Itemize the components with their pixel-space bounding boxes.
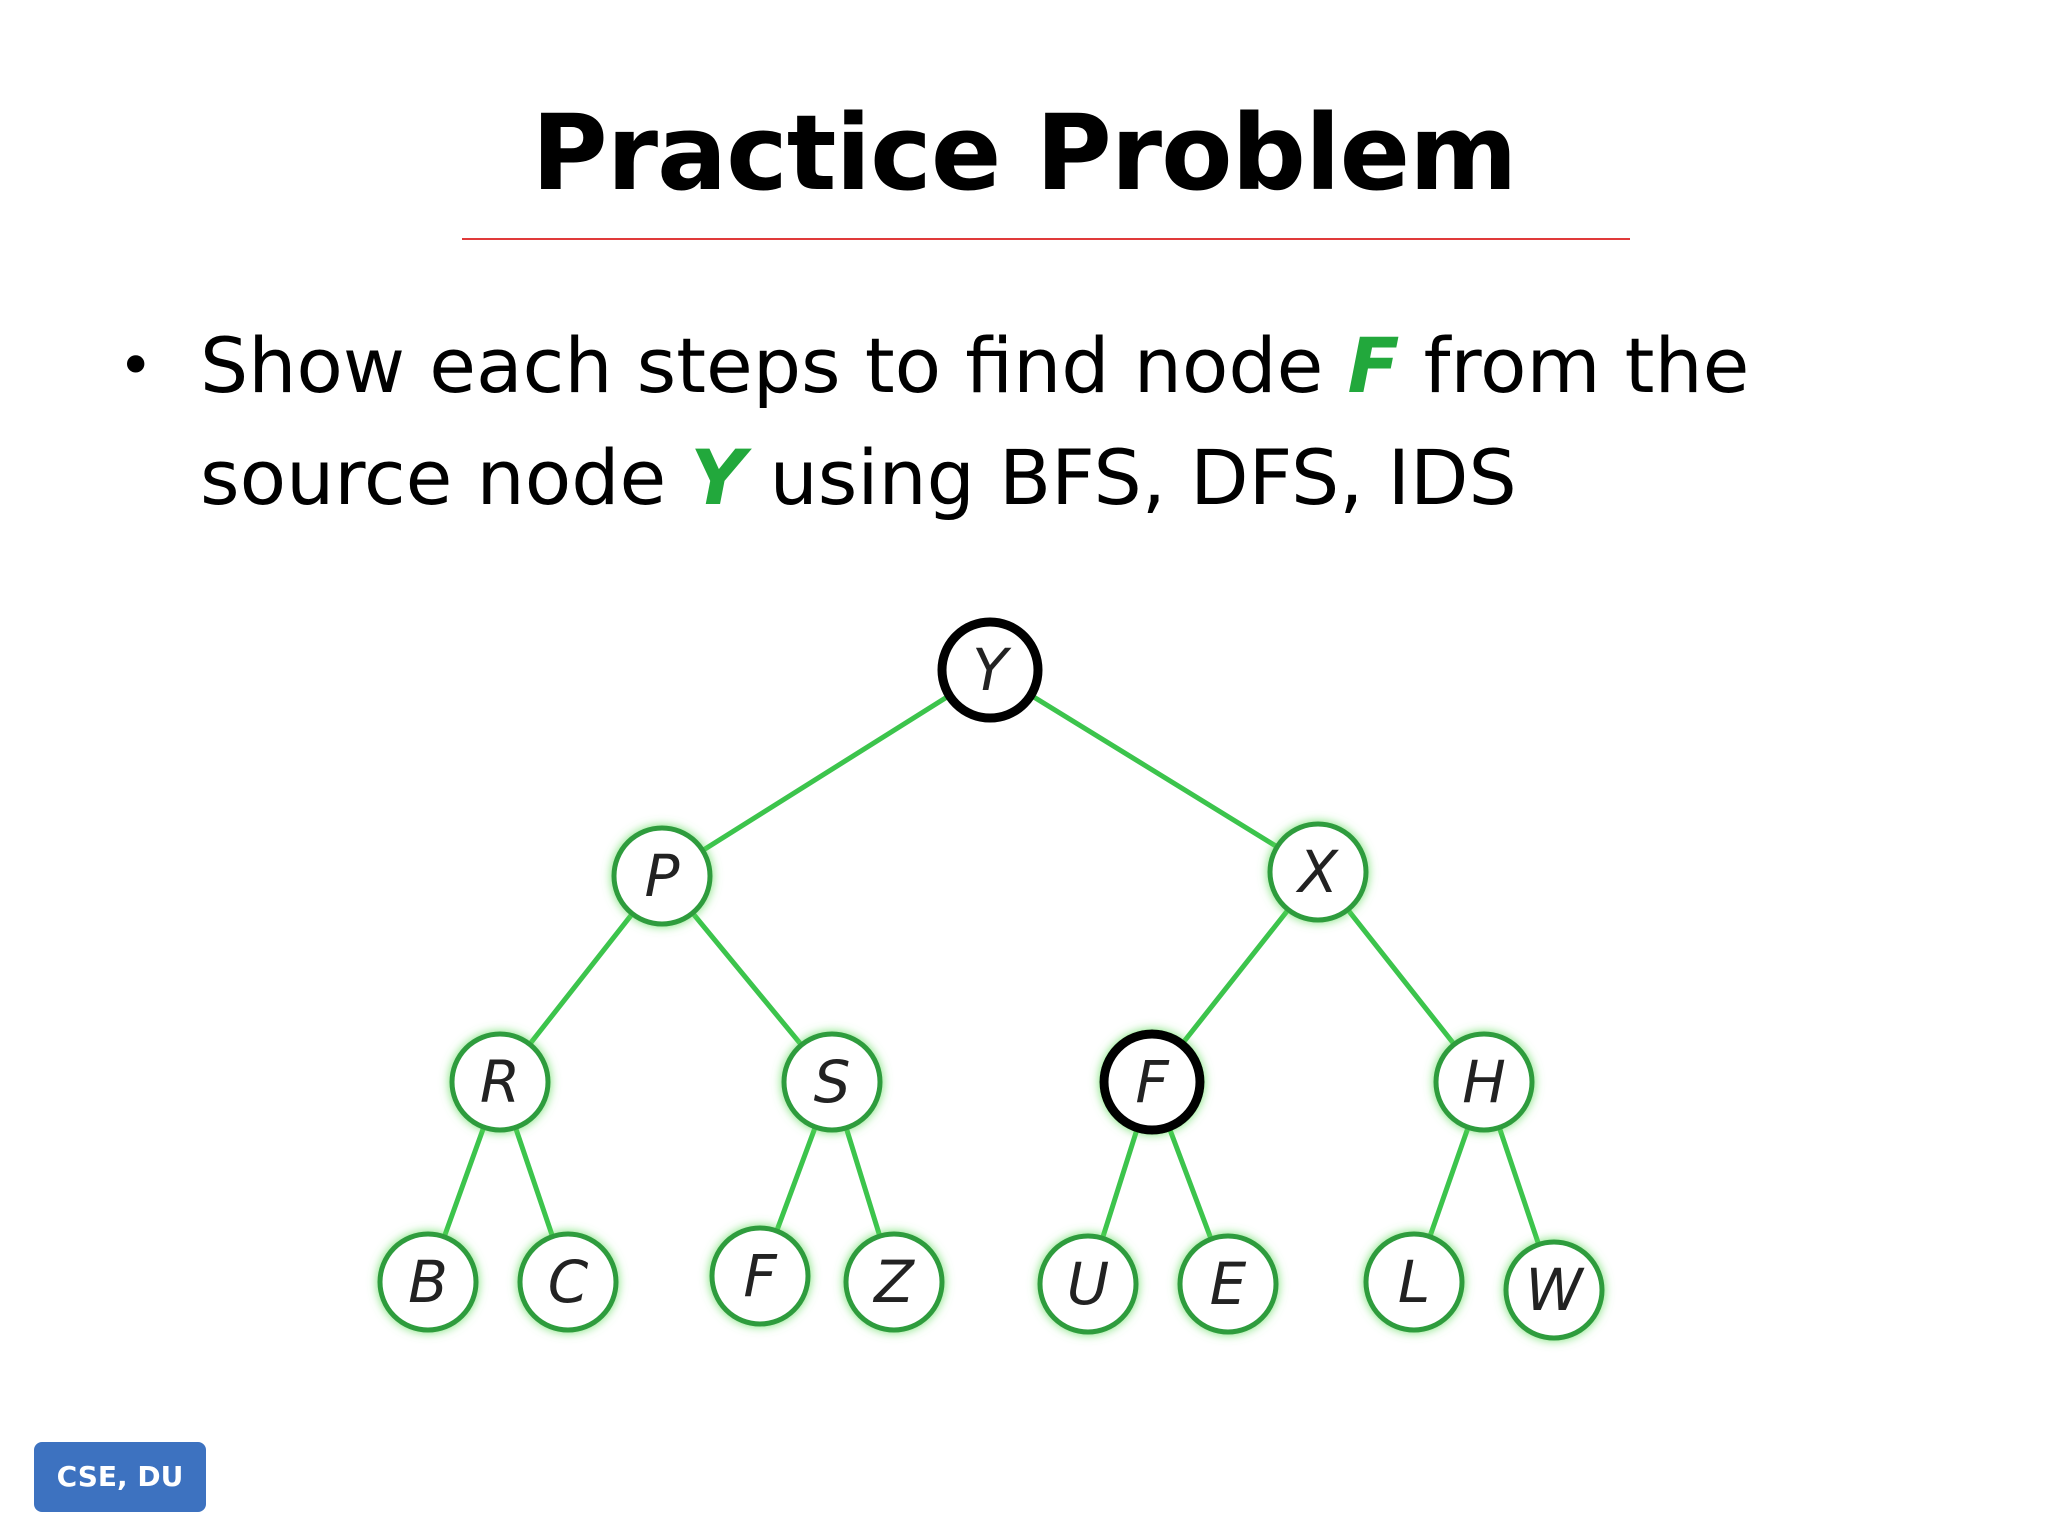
- node-circle: [1177, 1233, 1279, 1335]
- node-circle: [517, 1231, 619, 1333]
- node-label: R: [480, 1048, 520, 1116]
- node-label: L: [1398, 1248, 1430, 1316]
- node-label: Y: [972, 636, 1012, 704]
- tree-edges: [425, 667, 1557, 1293]
- node-circle: [1037, 1233, 1139, 1335]
- node-circle: [1363, 1231, 1465, 1333]
- tree-node-x: X: [1267, 821, 1369, 923]
- tree-node-c: C: [517, 1231, 619, 1333]
- tree-node-l: L: [1363, 1231, 1465, 1333]
- node-circle: [781, 1031, 883, 1133]
- bullet-text-part2: from the: [1399, 321, 1750, 410]
- node-label: C: [548, 1248, 589, 1316]
- bullet-text-part1: Show each steps to find node: [200, 321, 1348, 410]
- goal-node-label: F: [1347, 321, 1400, 410]
- tree-edge-y-x: [987, 667, 1321, 875]
- node-circle: [1433, 1031, 1535, 1133]
- node-circle: [843, 1231, 945, 1333]
- tree-node-h: H: [1433, 1031, 1535, 1133]
- tree-node-r: R: [449, 1031, 551, 1133]
- tree-nodes: Y P X R S F H B C F Z U E L W: [377, 617, 1605, 1341]
- slide-title: Practice Problem: [531, 92, 1517, 214]
- node-label: S: [814, 1048, 851, 1116]
- node-label: F: [1135, 1048, 1170, 1116]
- node-label: E: [1210, 1250, 1247, 1318]
- title-divider: [462, 238, 1630, 240]
- node-label: X: [1295, 838, 1339, 906]
- tree-node-f2: F: [709, 1225, 811, 1327]
- node-label: U: [1067, 1250, 1109, 1318]
- node-label: F: [743, 1242, 778, 1310]
- tree-node-u: U: [1037, 1233, 1139, 1335]
- tree-node-w: W: [1503, 1239, 1605, 1341]
- node-circle: [1267, 821, 1369, 923]
- node-circle: [449, 1031, 551, 1133]
- tree-edge-y-p: [659, 667, 993, 879]
- tree-node-s: S: [781, 1031, 883, 1133]
- node-label: H: [1462, 1048, 1506, 1116]
- bullet-text-part3: source node: [200, 433, 691, 522]
- node-circle: [611, 825, 713, 927]
- node-label: P: [645, 842, 680, 910]
- node-label: B: [408, 1248, 448, 1316]
- node-label: Z: [872, 1248, 915, 1316]
- tree-node-b: B: [377, 1231, 479, 1333]
- bullet-text-part4: using BFS, DFS, IDS: [745, 433, 1517, 522]
- tree-node-y: Y: [937, 617, 1043, 723]
- node-circle: [1503, 1239, 1605, 1341]
- tree-node-p: P: [611, 825, 713, 927]
- tree-node-z: Z: [843, 1231, 945, 1333]
- tree-node-e: E: [1177, 1233, 1279, 1335]
- node-circle: [937, 617, 1043, 723]
- node-circle: [377, 1231, 479, 1333]
- node-circle: [709, 1225, 811, 1327]
- bullet-text: Show each steps to find node F from the …: [200, 310, 1820, 534]
- bullet-icon: •: [118, 331, 154, 401]
- course-badge: CSE, DU: [34, 1442, 206, 1512]
- source-node-label: Y: [690, 433, 746, 522]
- tree-node-f1: F: [1099, 1029, 1205, 1135]
- node-circle: [1099, 1029, 1205, 1135]
- node-label: W: [1525, 1256, 1585, 1324]
